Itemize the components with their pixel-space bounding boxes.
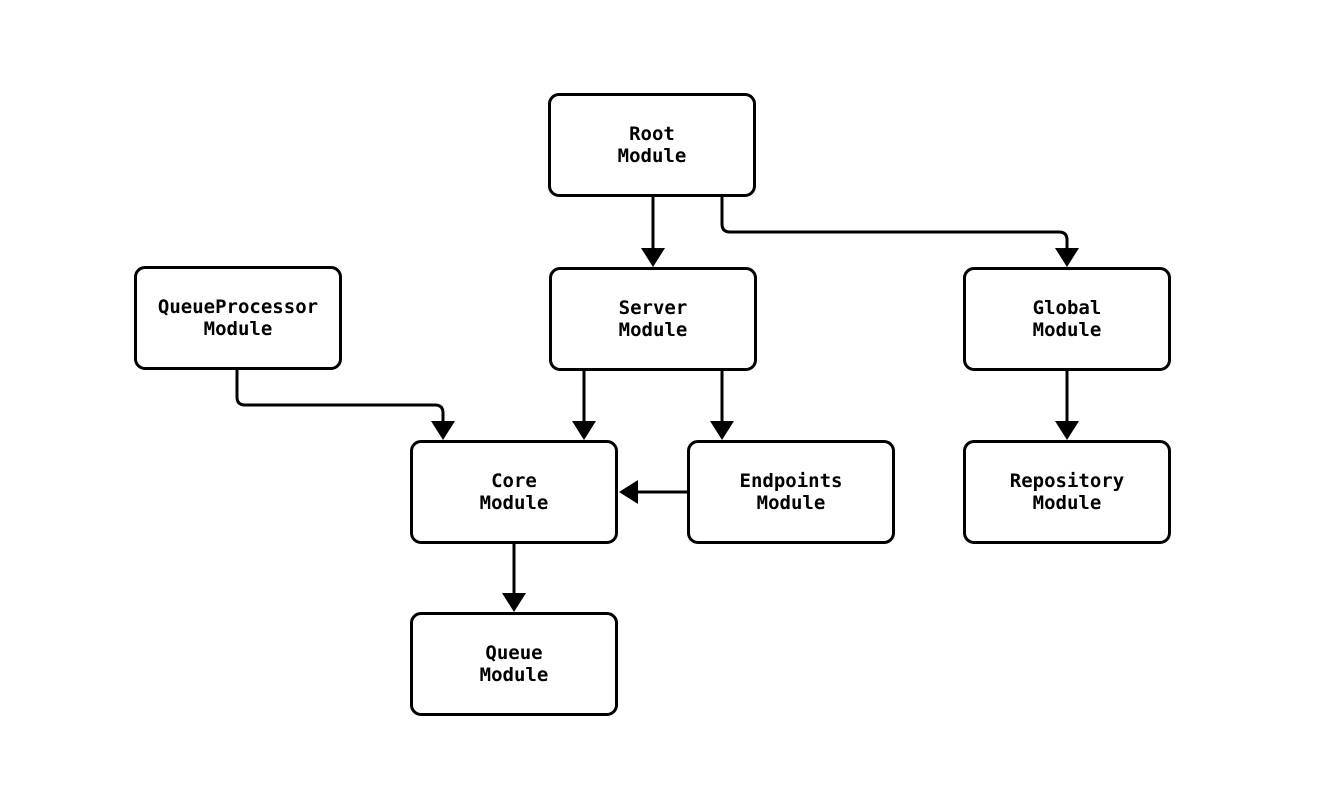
edge-server-to-endpoints <box>710 371 734 440</box>
node-server-module: Server Module <box>549 267 757 371</box>
node-label-line1: QueueProcessor <box>157 296 319 318</box>
node-label-line1: Root <box>629 123 675 145</box>
node-root-module: Root Module <box>548 93 756 197</box>
arrowhead-down-icon <box>1055 248 1079 267</box>
edge-queueprocessor-to-core <box>235 370 455 440</box>
arrowhead-down-icon <box>572 421 596 440</box>
node-label-line2: Module <box>479 664 549 686</box>
edge-line <box>235 370 445 423</box>
node-label-line2: Module <box>479 492 549 514</box>
node-label-line2: Module <box>618 319 688 341</box>
node-label-line1: Repository <box>1009 470 1125 492</box>
arrowhead-down-icon <box>710 421 734 440</box>
arrowhead-down-icon <box>431 421 455 440</box>
edge-core-to-queue <box>502 544 526 612</box>
node-label-line2: Module <box>617 145 687 167</box>
node-label-line1: Core <box>491 470 537 492</box>
node-global-module: Global Module <box>963 267 1171 371</box>
edge-line <box>720 197 1069 250</box>
node-label-line2: Module <box>1032 492 1102 514</box>
arrowhead-down-icon <box>502 593 526 612</box>
arrowhead-down-icon <box>641 248 665 267</box>
edge-endpoints-to-core <box>619 480 687 504</box>
node-label-line1: Endpoints <box>739 470 843 492</box>
node-queueprocessor-module: QueueProcessor Module <box>134 266 342 370</box>
arrowhead-left-icon <box>619 480 638 504</box>
node-label-line2: Module <box>1032 319 1102 341</box>
edge-server-to-core <box>572 371 596 440</box>
node-label-line1: Server <box>618 297 688 319</box>
node-endpoints-module: Endpoints Module <box>687 440 895 544</box>
node-label-line1: Queue <box>485 642 543 664</box>
node-repository-module: Repository Module <box>963 440 1171 544</box>
node-queue-module: Queue Module <box>410 612 618 716</box>
node-label-line2: Module <box>756 492 826 514</box>
node-label-line1: Global <box>1032 297 1102 319</box>
arrowhead-down-icon <box>1055 421 1079 440</box>
node-label-line2: Module <box>203 318 273 340</box>
edge-root-to-global <box>720 197 1079 267</box>
node-core-module: Core Module <box>410 440 618 544</box>
edge-root-to-server <box>641 197 665 267</box>
edge-global-to-repository <box>1055 371 1079 440</box>
